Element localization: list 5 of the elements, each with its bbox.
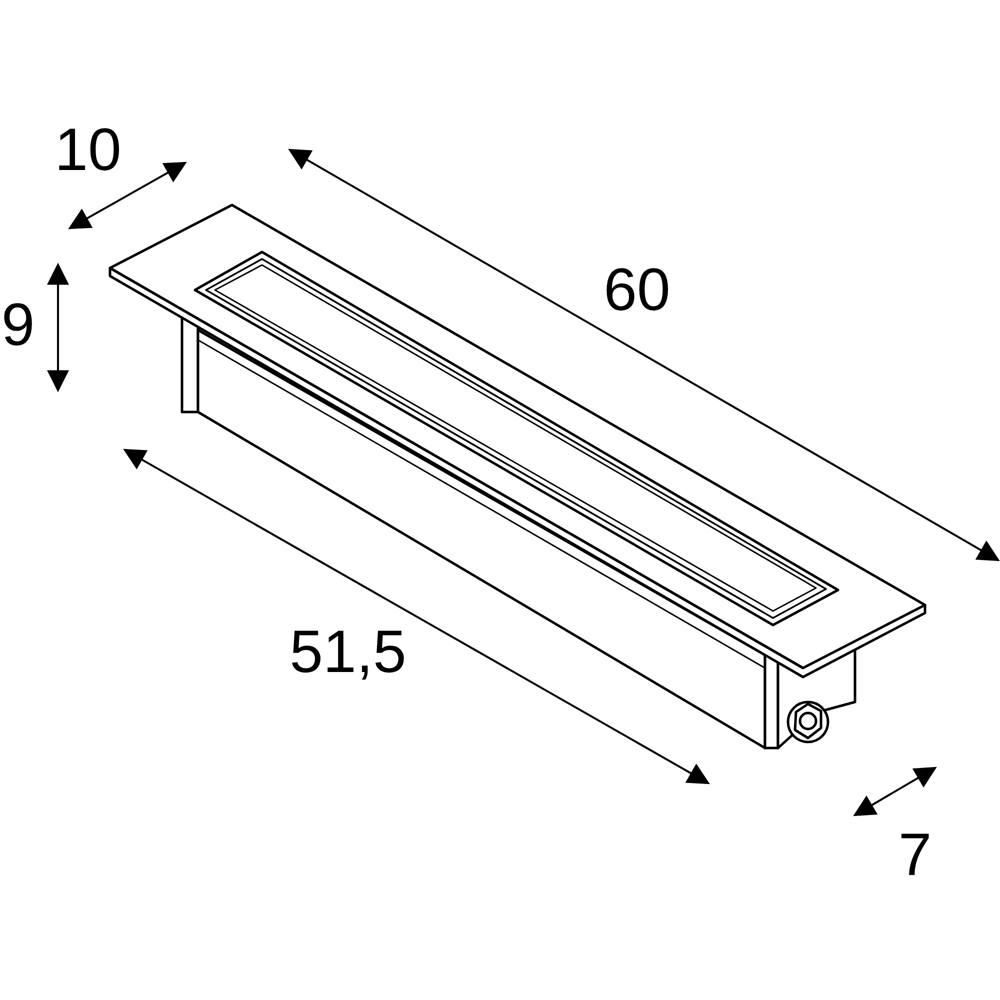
dimension-label: 51,5 [290, 622, 406, 682]
dimension-label: 7 [898, 825, 932, 885]
dimension-label: 10 [54, 120, 122, 180]
dimension-label: 60 [604, 260, 670, 320]
dimension-label: 9 [1, 295, 35, 355]
